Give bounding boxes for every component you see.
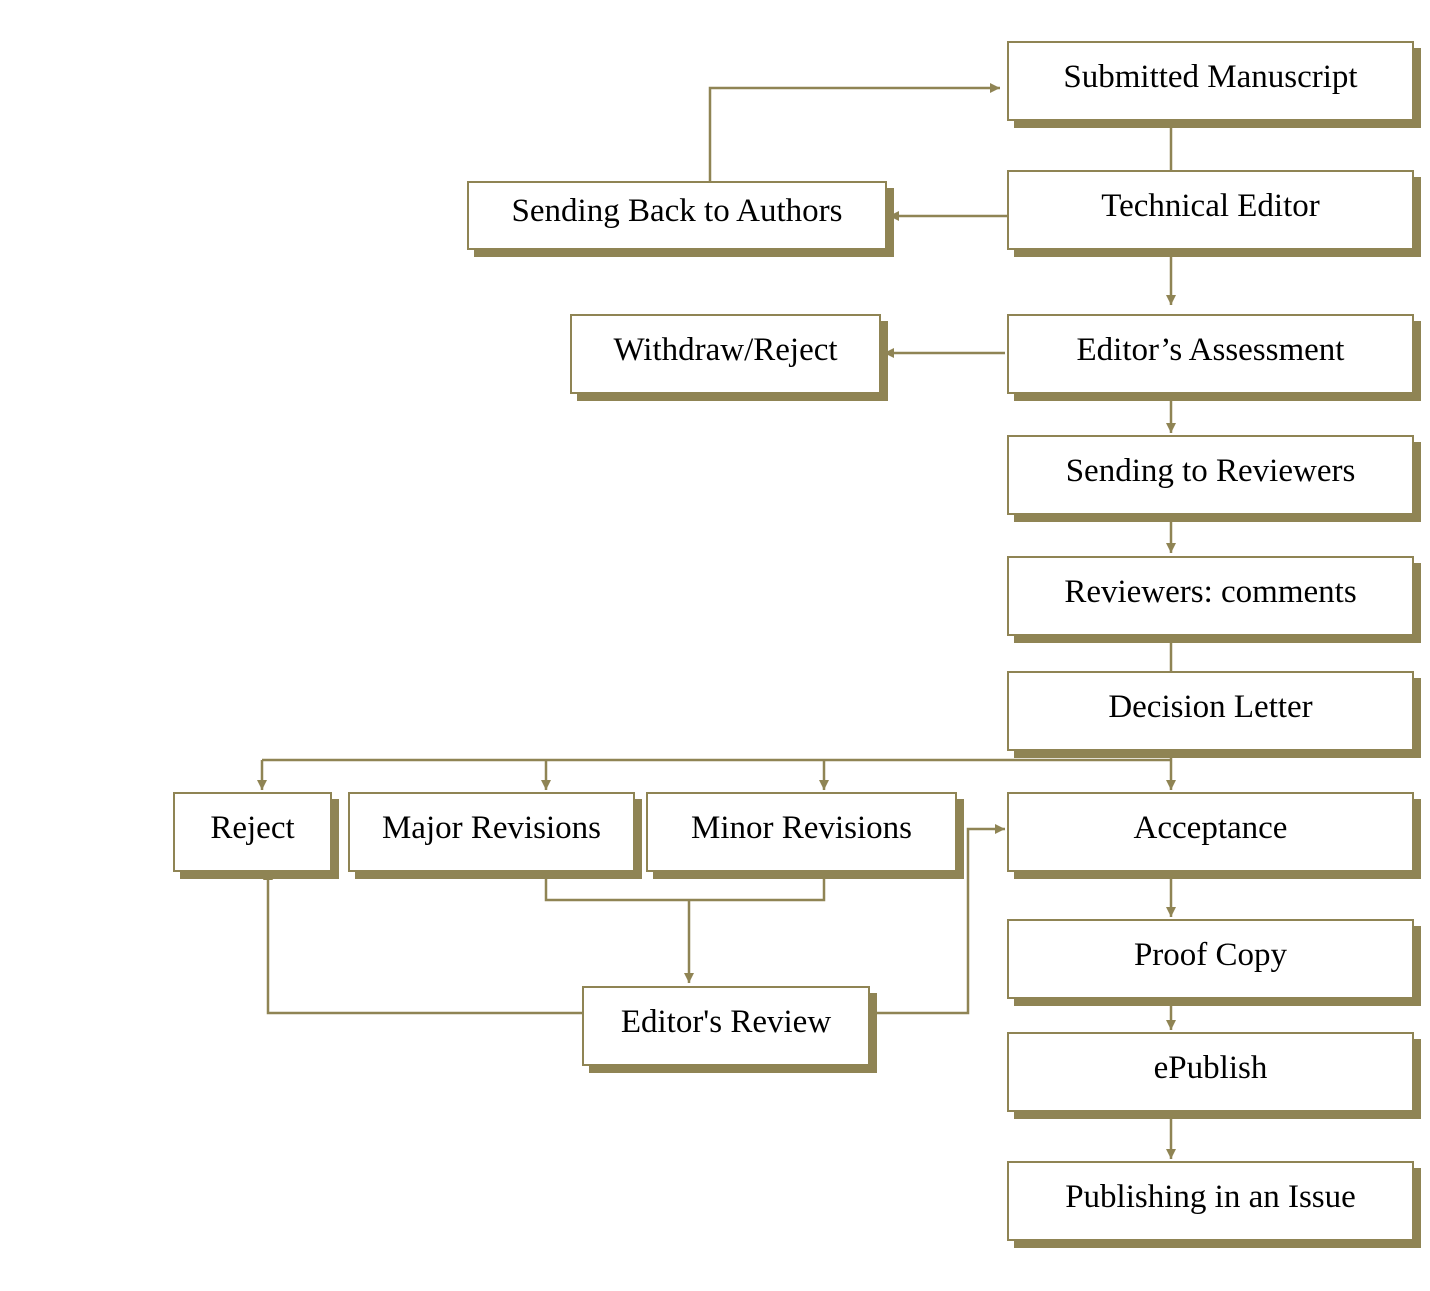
node-submitted-manuscript: Submitted Manuscript — [1007, 41, 1414, 121]
node-proof-copy: Proof Copy — [1007, 919, 1414, 999]
node-sending-back-to-authors: Sending Back to Authors — [467, 181, 887, 250]
edge-sending-back-to-submitted — [708, 83, 1000, 181]
node-reviewers-comments: Reviewers: comments — [1007, 556, 1414, 636]
node-acceptance: Acceptance — [1007, 792, 1414, 872]
node-label: Reject — [210, 809, 295, 846]
edge-revisions-merge — [544, 872, 826, 902]
edge-editors-review-to-acceptance — [870, 824, 1005, 1015]
node-reject: Reject — [173, 792, 332, 872]
node-epublish: ePublish — [1007, 1032, 1414, 1112]
node-sending-to-reviewers: Sending to Reviewers — [1007, 435, 1414, 515]
node-minor-revisions: Minor Revisions — [646, 792, 957, 872]
node-label: Decision Letter — [1108, 688, 1313, 725]
node-label: Sending to Reviewers — [1065, 452, 1356, 489]
node-major-revisions: Major Revisions — [348, 792, 635, 872]
node-label: Reviewers: comments — [1064, 573, 1357, 610]
node-label: Withdraw/Reject — [613, 331, 838, 368]
node-label: Minor Revisions — [691, 809, 912, 846]
node-label: Technical Editor — [1101, 187, 1320, 224]
node-label: Editor's Review — [620, 1003, 832, 1040]
node-label: Sending Back to Authors — [511, 193, 843, 229]
node-label: Proof Copy — [1133, 936, 1288, 973]
node-technical-editor: Technical Editor — [1007, 170, 1414, 250]
node-decision-letter: Decision Letter — [1007, 671, 1414, 751]
node-editors-review: Editor's Review — [582, 986, 870, 1066]
node-withdraw-reject: Withdraw/Reject — [570, 314, 881, 394]
node-label: Major Revisions — [381, 809, 602, 846]
node-label: ePublish — [1153, 1049, 1268, 1086]
node-label: Submitted Manuscript — [1063, 58, 1358, 95]
node-editors-assessment: Editor’s Assessment — [1007, 314, 1414, 394]
edge-editors-review-to-reject — [263, 870, 582, 1015]
node-label: Editor’s Assessment — [1076, 331, 1345, 368]
node-publishing-in-an-issue: Publishing in an Issue — [1007, 1161, 1414, 1241]
node-label: Acceptance — [1133, 809, 1288, 846]
node-label: Publishing in an Issue — [1065, 1178, 1356, 1215]
